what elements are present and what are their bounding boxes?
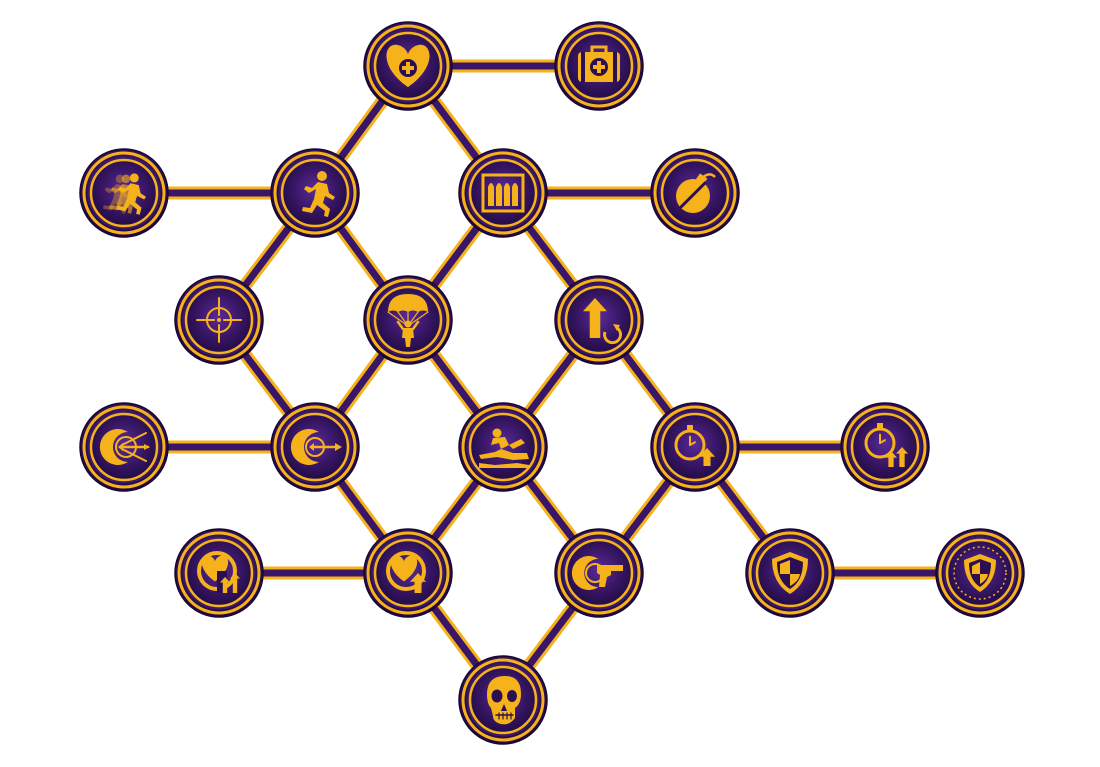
pistol-regen-icon — [571, 556, 623, 590]
skill-node-pistol-regen[interactable] — [554, 528, 644, 618]
heart-regen-double-icon — [197, 551, 240, 593]
sprint-fast-icon — [102, 173, 146, 215]
skill-node-medkit[interactable] — [554, 21, 644, 111]
skill-nodes — [79, 21, 1025, 745]
skill-node-skull[interactable] — [458, 655, 548, 745]
skill-node-timer-double-up[interactable] — [840, 402, 930, 492]
arrow-up-reload-icon — [583, 298, 622, 345]
skill-node-timer-up[interactable] — [650, 402, 740, 492]
slide-shooter-icon — [479, 428, 529, 468]
shield-icon — [772, 552, 808, 594]
skill-node-health-heart[interactable] — [363, 21, 453, 111]
skill-node-ammo[interactable] — [458, 148, 548, 238]
skill-node-heart-regen-double[interactable] — [174, 528, 264, 618]
timer-double-up-icon — [864, 423, 908, 467]
skill-node-sprint-fast[interactable] — [79, 148, 169, 238]
parachute-icon — [387, 294, 429, 347]
multi-arrow-regen-icon — [99, 429, 150, 465]
heart-plus-icon — [386, 44, 430, 88]
skill-links — [117, 59, 987, 707]
timer-up-icon — [674, 425, 715, 466]
runner-icon — [302, 171, 335, 217]
skill-node-crosshair[interactable] — [174, 275, 264, 365]
ammo-icon — [481, 173, 525, 213]
heart-regen-icon — [386, 551, 426, 593]
skill-node-parachute[interactable] — [363, 275, 453, 365]
arrow-regen-icon — [290, 429, 342, 465]
shield-advanced-icon — [953, 546, 1007, 600]
skill-node-slide-shooter[interactable] — [458, 402, 548, 492]
skill-node-multi-arrow-regen[interactable] — [79, 402, 169, 492]
skill-node-upgrade-reload[interactable] — [554, 275, 644, 365]
skull-icon — [487, 676, 521, 725]
skill-node-shield[interactable] — [745, 528, 835, 618]
skill-node-heart-regen[interactable] — [363, 528, 453, 618]
skill-node-grenade[interactable] — [650, 148, 740, 238]
grenade-icon — [676, 173, 716, 213]
crosshair-icon — [196, 297, 242, 343]
skill-node-arrow-regen[interactable] — [270, 402, 360, 492]
skill-node-shield-advanced[interactable] — [935, 528, 1025, 618]
skill-node-runner[interactable] — [270, 148, 360, 238]
medkit-icon — [578, 45, 620, 82]
